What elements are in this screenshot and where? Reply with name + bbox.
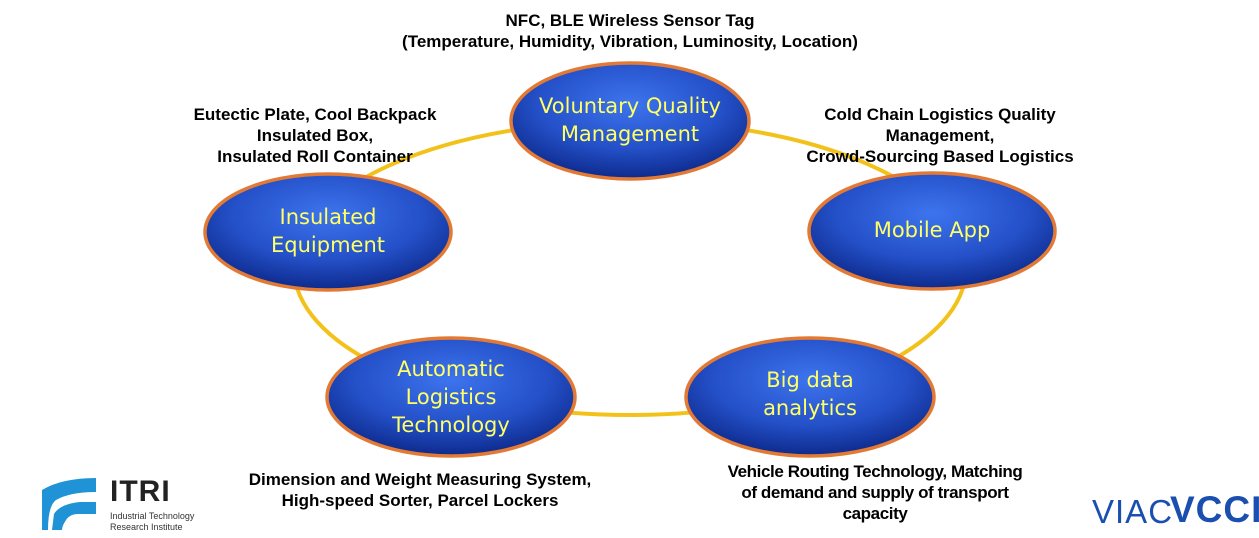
caption-bottom-left: Dimension and Weight Measuring System, H… xyxy=(248,470,592,510)
node-voluntary-quality-management-shape xyxy=(509,61,751,181)
caption-left: Eutectic Plate, Cool Backpack Insulated … xyxy=(193,105,437,166)
caption-top: NFC, BLE Wireless Sensor Tag (Temperatur… xyxy=(402,11,858,51)
vcci-logo: VCCI xyxy=(1170,489,1259,530)
node-automatic-logistics-technology-shape xyxy=(325,336,577,458)
viac-logo: VIAC xyxy=(1092,493,1174,530)
node-mobile-app-shape xyxy=(807,171,1057,291)
itri-subtitle-2: Research Institute xyxy=(110,522,183,532)
caption-right: Cold Chain Logistics Quality Management,… xyxy=(806,105,1074,166)
node-big-data-analytics-shape xyxy=(684,336,936,458)
caption-bottom-right: Vehicle Routing Technology, Matching of … xyxy=(727,462,1023,523)
itri-emblem-icon xyxy=(42,478,96,530)
itri-logo: ITRI Industrial Technology Research Inst… xyxy=(40,474,210,534)
itri-subtitle-1: Industrial Technology xyxy=(110,511,195,521)
node-insulated-equipment-shape xyxy=(203,172,453,292)
itri-name: ITRI xyxy=(110,475,171,508)
